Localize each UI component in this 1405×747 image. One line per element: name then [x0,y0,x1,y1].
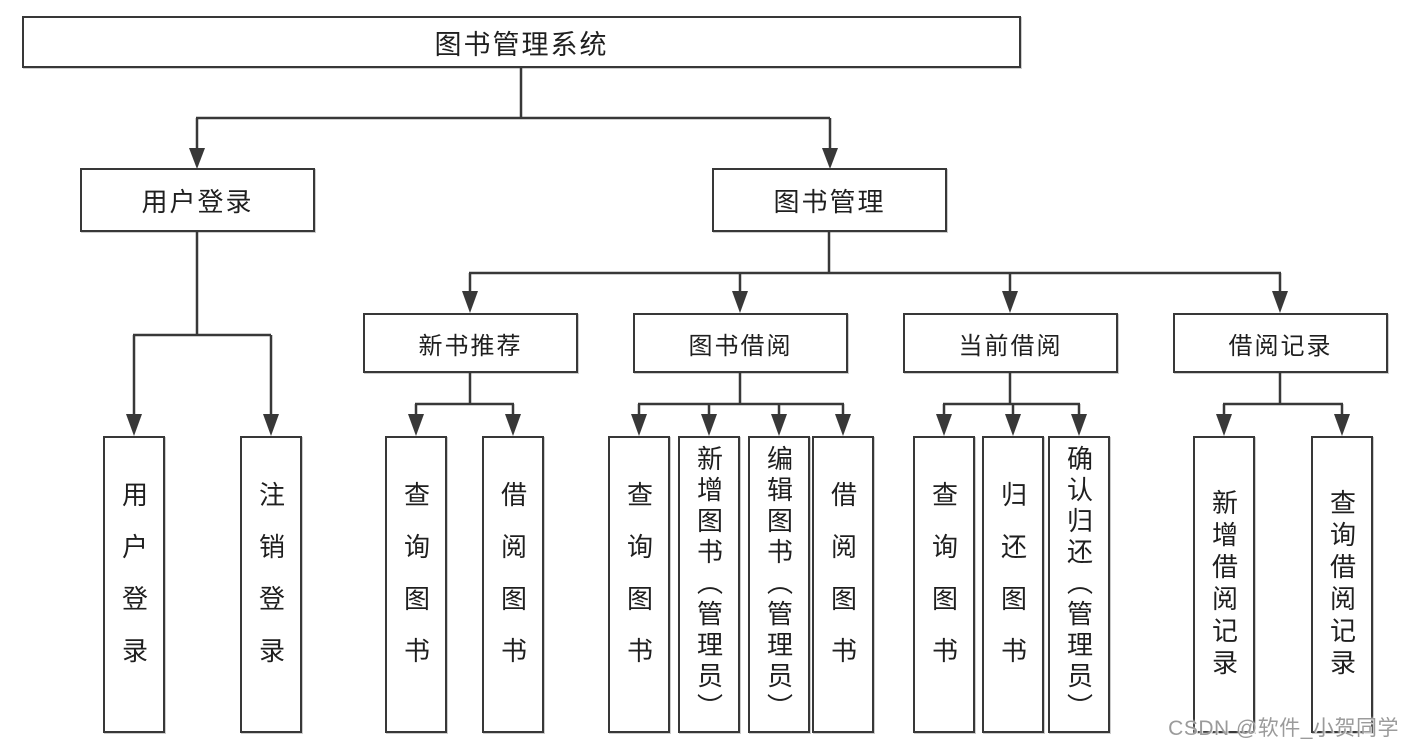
node-user-login: 用户登录 [80,168,315,232]
leaf-recommend-borrow-books: 借阅图书 [482,436,544,733]
node-borrowing-records: 借阅记录 [1173,313,1388,373]
leaf-edit-books-admin-label: 编辑图书（管理员） [763,445,794,724]
connector-user-login-to-children [126,232,279,436]
connector-new-book-recommendation-to-children [408,373,521,436]
node-new-book-recommendation: 新书推荐 [363,313,578,373]
leaf-current-query-books-label: 查询图书 [928,480,959,689]
leaf-edit-books-admin: 编辑图书（管理员） [748,436,810,733]
node-book-management-label: 图书管理 [773,186,886,217]
leaf-recommend-query-books: 查询图书 [385,436,447,733]
leaf-logout-login: 注销登录 [240,436,302,733]
node-borrowing-records-label: 借阅记录 [1228,332,1333,360]
leaf-logout-login-label: 注销登录 [255,480,286,689]
node-current-borrowing-label: 当前借阅 [958,332,1063,360]
leaf-user-login: 用户登录 [103,436,165,733]
leaf-add-borrowing-record-label: 新增借阅记录 [1208,488,1239,681]
watermark-csdn: CSDN @软件_小贺同学 [1168,717,1399,740]
leaf-user-login-label: 用户登录 [118,480,149,689]
leaf-borrowing-query-books: 查询图书 [608,436,670,733]
leaf-add-borrowing-record: 新增借阅记录 [1193,436,1255,733]
connector-root-to-children [189,67,838,169]
leaf-current-query-books: 查询图书 [913,436,975,733]
leaf-add-books-admin-label: 新增图书（管理员） [693,445,724,724]
leaf-confirm-return-admin-label: 确认归还（管理员） [1063,445,1094,724]
node-book-borrowing-label: 图书借阅 [688,332,793,360]
leaf-borrowing-borrow-books-label: 借阅图书 [827,480,858,689]
node-book-borrowing: 图书借阅 [633,313,848,373]
leaf-recommend-query-books-label: 查询图书 [400,480,431,689]
leaf-recommend-borrow-books-label: 借阅图书 [497,480,528,689]
leaf-query-borrowing-record: 查询借阅记录 [1311,436,1373,733]
leaf-query-borrowing-record-label: 查询借阅记录 [1326,488,1357,681]
leaf-add-books-admin: 新增图书（管理员） [678,436,740,733]
leaf-return-books-label: 归还图书 [997,480,1028,689]
node-library-management-system-label: 图书管理系统 [434,29,609,60]
leaf-borrowing-query-books-label: 查询图书 [623,480,654,689]
connector-borrowing-records-to-children [1216,373,1350,436]
node-library-management-system: 图书管理系统 [22,16,1021,68]
connector-book-borrowing-to-children [631,373,851,436]
connector-current-borrowing-to-children [936,373,1087,436]
node-current-borrowing: 当前借阅 [903,313,1118,373]
node-new-book-recommendation-label: 新书推荐 [418,332,523,360]
node-user-login-label: 用户登录 [141,186,254,217]
node-book-management: 图书管理 [712,168,947,232]
leaf-borrowing-borrow-books: 借阅图书 [812,436,874,733]
leaf-return-books: 归还图书 [982,436,1044,733]
connector-book-management-to-children [462,232,1288,313]
leaf-confirm-return-admin: 确认归还（管理员） [1048,436,1110,733]
